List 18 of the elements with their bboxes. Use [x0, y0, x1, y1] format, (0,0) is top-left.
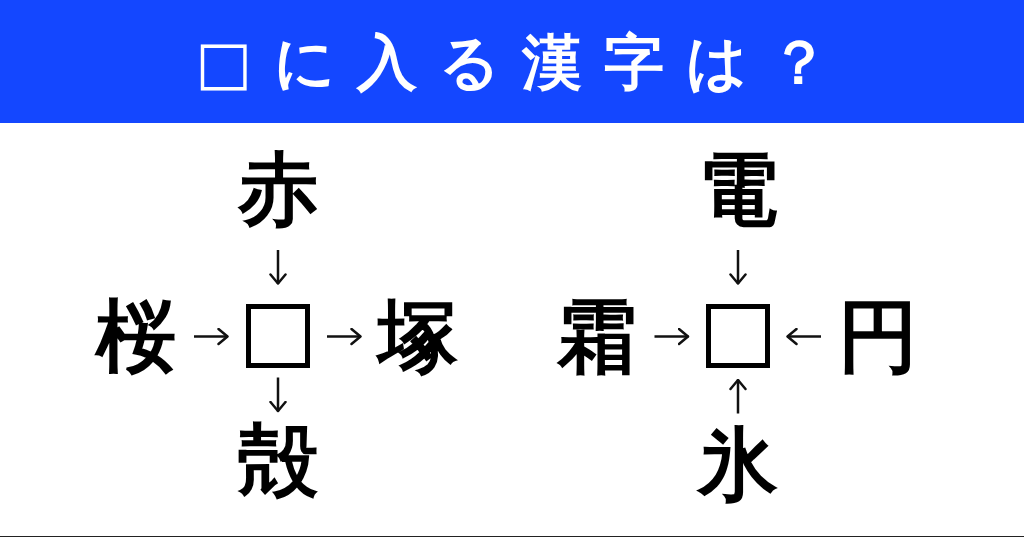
arrow [786, 327, 821, 346]
arrow [269, 250, 287, 285]
kanji-character: 赤 [238, 150, 318, 230]
arrow [729, 378, 747, 414]
title: □に入る漢字は？ [194, 31, 851, 92]
arrow [327, 327, 362, 346]
arrow [269, 377, 287, 413]
arrow [729, 250, 747, 285]
arrow [654, 327, 690, 346]
kanji-character: 桜 [96, 297, 176, 377]
kanji-character: 霜 [557, 297, 637, 377]
kanji-character: 円 [838, 297, 918, 377]
kanji-character: 電 [698, 150, 778, 230]
answer-box [706, 304, 770, 368]
answer-box [246, 304, 310, 368]
kanji-character: 氷 [698, 425, 778, 505]
kanji-character: 殻 [238, 421, 318, 501]
arrow [194, 327, 229, 346]
